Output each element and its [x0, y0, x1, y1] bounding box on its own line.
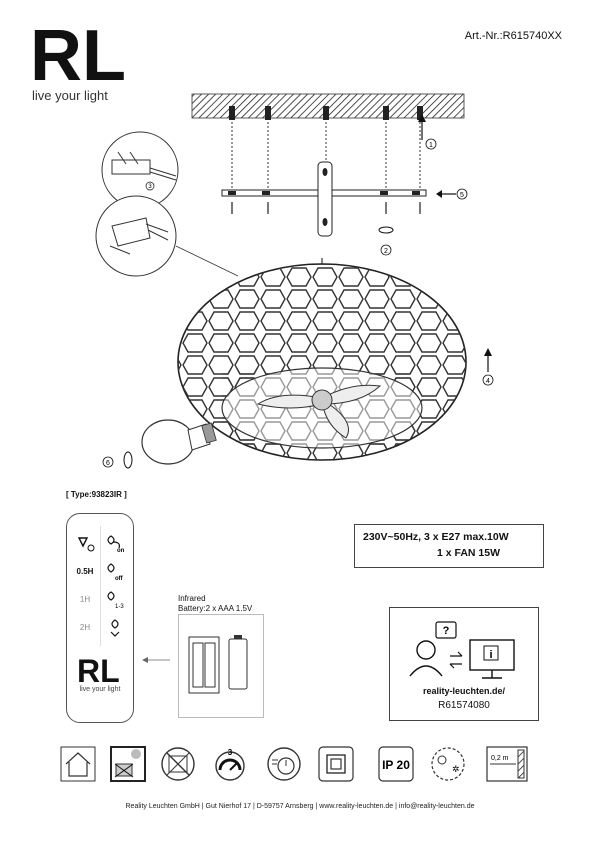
step-3-marker [145, 181, 155, 191]
support-code: R61574080 [438, 700, 490, 711]
distance-label: 0,2 m [491, 755, 509, 762]
svg-text:off: off [115, 576, 124, 582]
timer-05-button[interactable]: 0.5H [76, 566, 94, 576]
electrical-specs: 230V~50Hz, 3 x E27 max.10W 1 x FAN 15W [354, 524, 544, 568]
step-2-label: 2 [384, 248, 388, 255]
minimum-distance-icon: 0,2 m [486, 746, 528, 782]
article-number: Art.-Nr.:R615740XX [464, 30, 562, 42]
remote-brand-text: RL [77, 654, 120, 684]
remote-divider [100, 526, 101, 646]
ceiling-screw-lines [231, 118, 421, 190]
ip-rating-icon: IP 20 [378, 746, 414, 782]
step-1-marker [425, 138, 437, 150]
battery-compartment [178, 614, 264, 718]
step-5-label: 5 [460, 192, 464, 199]
step-6-marker [102, 456, 114, 468]
svg-text:on: on [117, 548, 125, 554]
spec-line-2: 1 x FAN 15W [437, 547, 501, 559]
speed-count-label: 3 [228, 748, 233, 757]
step-1-label: 1 [429, 142, 433, 149]
step-3-label: 3 [148, 184, 152, 190]
remote-tagline: live your light [79, 686, 121, 693]
support-info-box: ? i reality-leuchten.de/ R61574080 [389, 607, 539, 721]
bracket-plate [317, 161, 333, 237]
remote-type-label: [ Type:93823IR ] [66, 490, 127, 499]
step-4-label: 4 [486, 378, 490, 385]
indoor-use-icon [60, 746, 96, 782]
fan-speeds-icon: 3 [215, 748, 245, 781]
light-timer-icon [77, 537, 95, 552]
step-5-marker [456, 188, 468, 200]
step-2-marker [380, 244, 392, 256]
light-bulb [141, 419, 217, 465]
step-6-label: 6 [106, 460, 110, 467]
ip-rating-label: IP 20 [382, 758, 410, 772]
battery-spec-label: Battery:2 x AAA 1.5V [178, 604, 253, 613]
svg-text:1-3: 1-3 [115, 604, 124, 610]
protection-class-icon [318, 746, 354, 782]
remote-brand-logo: RL [77, 654, 120, 684]
brand-logo-text: RL [30, 22, 126, 90]
wiring-detail-bottom [95, 195, 177, 277]
support-icon: ? i [409, 621, 515, 679]
battery-icon [188, 635, 248, 694]
timer-2-button[interactable]: 2H [79, 622, 91, 632]
dowels [229, 106, 423, 120]
support-url[interactable]: reality-leuchten.de/ [422, 686, 506, 696]
fan-speed-icon: 1-3 [107, 591, 124, 610]
company-footer: Reality Leuchten GmbH | Gut Nierhof 17 |… [125, 803, 475, 810]
svg-text:i: i [489, 649, 492, 661]
rail-screws [231, 202, 421, 214]
remote-control: on 0.5H off 1H 1-3 2H RL live your light [66, 513, 134, 723]
timer-function-icon [267, 747, 301, 781]
brand-logo: RL [30, 22, 126, 90]
no-insulation-cover-icon [110, 746, 146, 782]
battery-info: Infrared Battery:2 x AAA 1.5V [178, 594, 252, 614]
fan-reverse-icon [110, 619, 120, 637]
fan [256, 384, 382, 439]
fan-on-icon: on [107, 535, 125, 554]
svg-text:?: ? [443, 625, 450, 637]
fan-off-icon: off [107, 563, 124, 582]
brand-tagline: live your light [32, 88, 108, 103]
timer-1-button[interactable]: 1H [79, 594, 91, 604]
step-4-marker [482, 374, 494, 386]
svg-text:✲: ✲ [452, 764, 460, 774]
not-for-mounting-icon [161, 747, 195, 781]
temperature-range-icon: ✲ [431, 747, 465, 781]
spec-line-1: 230V~50Hz, 3 x E27 max.10W [363, 531, 509, 543]
infrared-label: Infrared [178, 594, 206, 603]
arrow-left-icon [142, 657, 170, 663]
assembly-diagram: 1 2 5 3 [95, 93, 494, 469]
